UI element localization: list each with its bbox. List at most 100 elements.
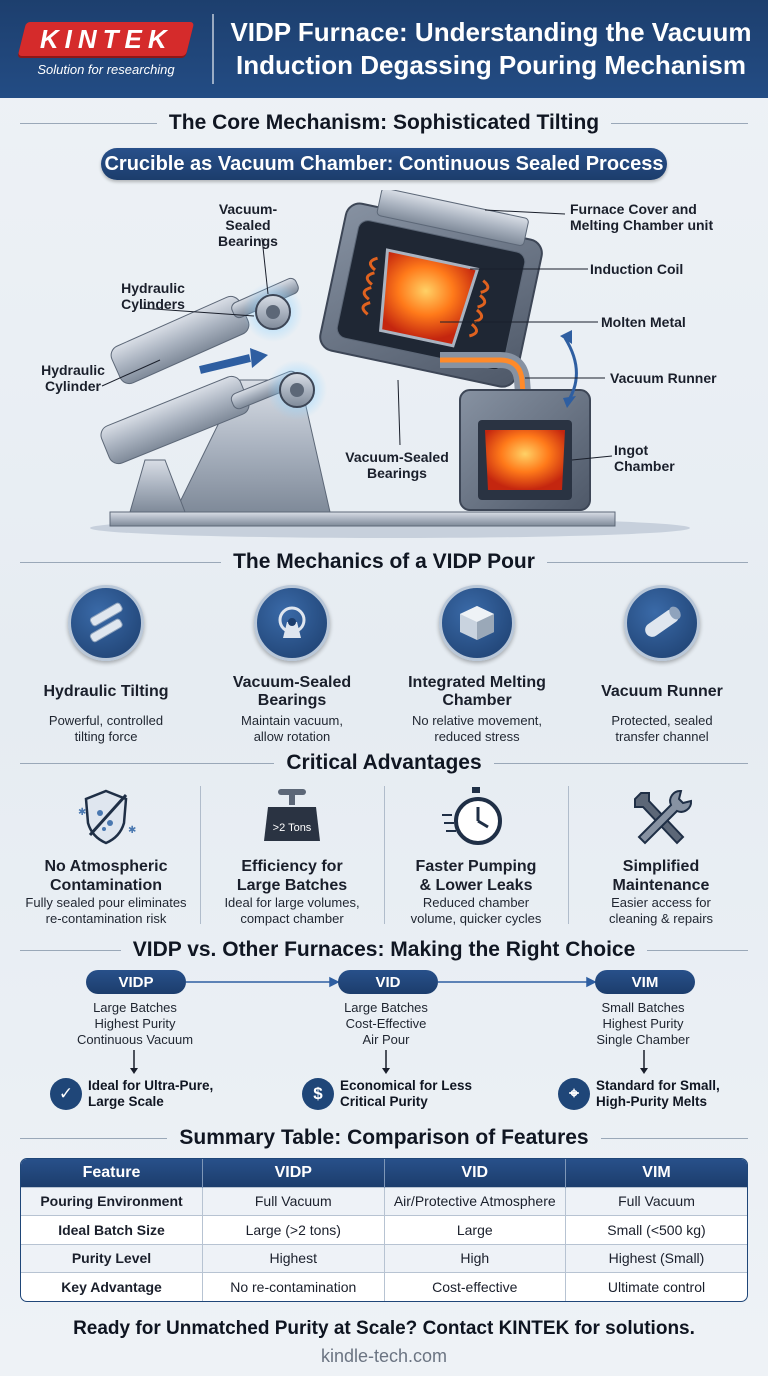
label-molten-metal: Molten Metal <box>601 314 686 330</box>
furnace-illustration <box>90 187 690 538</box>
brand-logo[interactable]: KINTEK Solution for researching <box>0 0 212 98</box>
logo-tagline: Solution for researching <box>37 61 175 77</box>
flow-text-line: Continuous Vacuum <box>76 1032 194 1047</box>
heading-rule <box>611 122 749 124</box>
table-cell: Ultimate control <box>565 1272 747 1301</box>
advantage-title: Faster Pumping & Lower Leaks <box>386 857 566 895</box>
advantage-title-line: & Lower Leaks <box>419 877 533 894</box>
cube-icon <box>439 585 515 661</box>
summary-heading: Summary Table: Comparison of Features <box>20 1123 749 1153</box>
mechanic-desc: Powerful, controlled tilting force <box>21 713 191 745</box>
advantage-title-line: Contamination <box>50 877 162 894</box>
advantage-desc-line: Ideal for large volumes, <box>224 895 360 910</box>
comparison-heading-text: VIDP vs. Other Furnaces: Making the Righ… <box>132 938 636 961</box>
advantage-title: Efficiency for Large Batches <box>202 857 382 895</box>
advantage-desc-line: Reduced chamber <box>422 895 530 910</box>
heading-rule <box>20 949 121 951</box>
label-hydraulic-cylinders: Hydraulic Cylinders <box>118 280 188 312</box>
cta-text: Ready for Unmatched Purity at Scale? Con… <box>73 1318 695 1339</box>
table-row: Purity Level Highest High Highest (Small… <box>21 1243 747 1273</box>
comparison-flow-arrows <box>130 976 648 1074</box>
mechanic-desc: Maintain vacuum, allow rotation <box>207 713 377 745</box>
table-cell: Purity Level <box>21 1243 203 1273</box>
flow-result-line: High-Purity Melts <box>596 1094 708 1109</box>
logo-badge: KINTEK <box>17 21 195 56</box>
table-cell: Highest <box>202 1243 385 1273</box>
advantage-title-line: Simplified <box>622 858 700 875</box>
summary-heading-text: Summary Table: Comparison of Features <box>179 1126 589 1149</box>
advantages-heading: Critical Advantages <box>20 748 749 778</box>
advantage-title: No Atmospheric Contamination <box>16 857 196 895</box>
flow-text-vim: Small Batches Highest Purity Single Cham… <box>558 1000 728 1048</box>
label-line: Cylinders <box>121 296 185 312</box>
table-cell: Air/Protective Atmosphere <box>384 1186 566 1216</box>
advantage-title-line: Large Batches <box>236 877 348 894</box>
dollar-icon: $ <box>302 1078 334 1110</box>
svg-text:✱: ✱ <box>128 825 136 836</box>
table-header-row: Feature VIDP VID VIM <box>21 1159 747 1187</box>
heading-rule <box>546 561 749 563</box>
label-line: Bearings <box>367 465 427 481</box>
column-header: VIM <box>565 1159 747 1187</box>
lower-bearing <box>267 360 327 420</box>
label-line: Bearings <box>218 233 278 249</box>
flow-result-text: Ideal for Ultra-Pure, Large Scale <box>88 1078 213 1110</box>
label-vacuum-sealed-bearings-bottom: Vacuum-Sealed Bearings <box>342 449 452 481</box>
mechanic-integrated-melting-chamber: Integrated Melting Chamber No relative m… <box>392 585 562 745</box>
label-furnace-cover: Furnace Cover and Melting Chamber unit <box>570 201 713 233</box>
advantage-divider <box>200 786 201 924</box>
flow-text-line: Small Batches <box>601 1000 685 1015</box>
site-link[interactable]: kindle-tech.com <box>320 1346 448 1366</box>
advantage-title-line: Efficiency for <box>241 858 343 875</box>
advantage-title-line: Faster Pumping <box>415 858 537 875</box>
scale-icon: >2 Tons <box>264 789 320 841</box>
label-induction-coil: Induction Coil <box>590 261 684 277</box>
advantage-divider <box>384 786 385 924</box>
flow-text-line: Highest Purity <box>94 1016 176 1031</box>
table-cell: Cost-effective <box>384 1272 566 1301</box>
advantage-desc-line: volume, quicker cycles <box>410 911 542 926</box>
table-cell: Full Vacuum <box>565 1186 747 1216</box>
column-header: VID <box>384 1159 566 1187</box>
table-cell: Large <box>384 1215 566 1244</box>
advantage-title-line: Maintenance <box>612 877 710 894</box>
column-header: Feature <box>21 1159 203 1187</box>
mechanic-desc-line: transfer channel <box>615 729 709 744</box>
core-mechanism-pill: Crucible as Vacuum Chamber: Continuous S… <box>101 148 667 180</box>
label-line: Hydraulic <box>121 280 185 296</box>
flow-text-line: Single Chamber <box>596 1032 690 1047</box>
flow-text-line: Highest Purity <box>602 1016 684 1031</box>
advantages-heading-text: Critical Advantages <box>286 751 482 774</box>
table-cell: No re-contamination <box>202 1272 385 1301</box>
flow-text-line: Large Batches <box>344 1000 428 1015</box>
table-cell: Full Vacuum <box>202 1186 385 1216</box>
table-cell: Key Advantage <box>21 1272 203 1301</box>
stopwatch-icon <box>442 787 502 845</box>
mechanic-title: Vacuum Runner <box>601 683 723 700</box>
comparison-heading: VIDP vs. Other Furnaces: Making the Righ… <box>20 935 749 965</box>
label-ingot-chamber: Ingot Chamber <box>614 442 675 474</box>
mechanic-hydraulic-tilting: Hydraulic Tilting Powerful, controlled t… <box>21 585 191 745</box>
label-line: Vacuum-Sealed <box>345 449 449 465</box>
mechanic-title: Integrated Melting Chamber <box>408 674 546 709</box>
shield-icon: ✱✱ <box>78 789 136 845</box>
table-cell: Large (>2 tons) <box>202 1215 385 1244</box>
flow-result-vidp: ✓ Ideal for Ultra-Pure, Large Scale <box>50 1074 213 1114</box>
page-title: VIDP Furnace: Understanding the Vacuum I… <box>214 16 768 82</box>
advantage-desc-line: compact chamber <box>240 911 344 926</box>
header-banner: KINTEK Solution for researching VIDP Fur… <box>0 0 768 98</box>
tools-icon <box>634 789 693 845</box>
flow-result-line: Critical Purity <box>340 1094 428 1109</box>
target-icon: ⌖ <box>558 1078 590 1110</box>
flow-pill-vim: VIM <box>595 970 695 994</box>
table-cell: High <box>384 1243 566 1273</box>
summary-table: Feature VIDP VID VIM Pouring Environment… <box>20 1158 748 1302</box>
svg-text:✱: ✱ <box>78 807 86 818</box>
table-cell: Ideal Batch Size <box>21 1215 203 1244</box>
advantage-title-line: No Atmospheric <box>44 858 168 875</box>
label-line: Vacuum-Sealed <box>218 201 278 233</box>
advantage-no-contamination: ✱✱ No Atmospheric Contamination Fully se… <box>16 785 196 927</box>
label-vacuum-runner: Vacuum Runner <box>610 370 717 386</box>
flow-result-line: Economical for Less <box>340 1078 473 1093</box>
mechanic-desc-line: No relative movement, <box>411 713 543 728</box>
